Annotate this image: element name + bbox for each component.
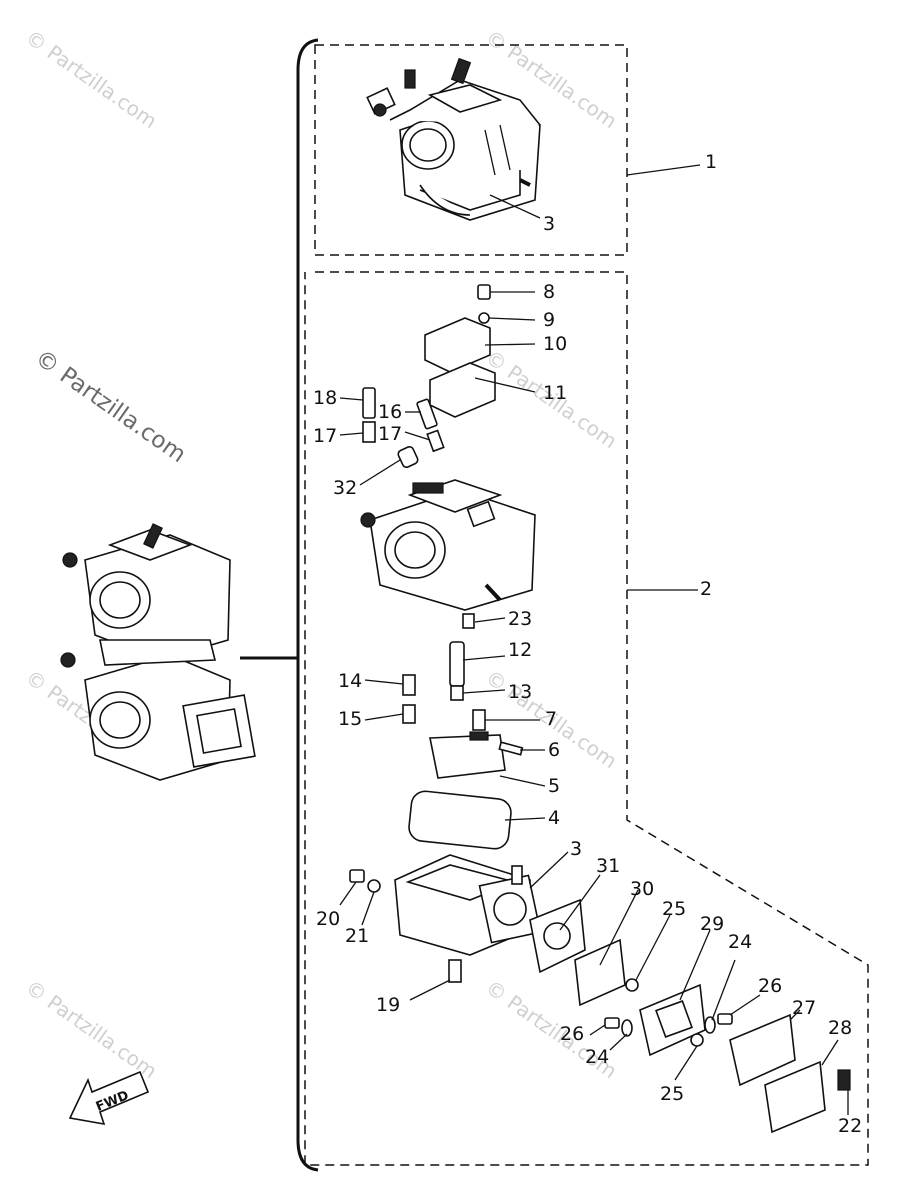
main-jet-13 [450, 685, 464, 701]
callout-7: 7 [545, 708, 558, 730]
part-32 [397, 445, 419, 469]
callout-23: 23 [508, 608, 533, 630]
assembly-bracket [296, 38, 319, 1172]
callout-9: 9 [543, 309, 556, 331]
fwd-arrow-icon: FWD [68, 1070, 150, 1126]
callout-5: 5 [548, 775, 561, 797]
callout-10: 10 [543, 333, 568, 355]
pilot-screw-16 [416, 398, 438, 430]
callout-24: 24 [585, 1046, 610, 1068]
gasket-11 [429, 362, 496, 418]
callout-11: 11 [543, 382, 568, 404]
callout-2: 2 [700, 578, 713, 600]
callout-19: 19 [376, 994, 401, 1016]
carburetor-pair-reference [60, 523, 256, 781]
carburetor-body [360, 479, 536, 611]
callout-1: 1 [705, 151, 718, 173]
callout-28: 28 [828, 1017, 853, 1039]
float-chamber-gasket [408, 790, 512, 850]
assembly-2-box [304, 271, 869, 1166]
o-ring-24b [621, 1019, 633, 1037]
screw-23 [462, 613, 475, 629]
callout-3: 3 [570, 838, 583, 860]
plate-10 [424, 317, 491, 373]
diaphragm-30 [574, 938, 626, 1007]
callout-14: 14 [338, 670, 363, 692]
spring-17b [426, 429, 445, 453]
callout-8: 8 [543, 281, 556, 303]
callout-20: 20 [316, 908, 341, 930]
callout-18: 18 [313, 387, 338, 409]
callout-6: 6 [548, 739, 561, 761]
plug-15 [402, 704, 416, 724]
callout-30: 30 [630, 878, 655, 900]
callout-29: 29 [700, 913, 725, 935]
screw-26b [717, 1013, 733, 1025]
pilot-jet-14 [402, 674, 416, 696]
spring-17a [362, 421, 376, 443]
carburetor-assembly-top [366, 57, 541, 221]
callout-17: 17 [313, 425, 338, 447]
pilot-screw-18 [362, 387, 376, 419]
drain-screw-19 [448, 959, 462, 983]
main-nozzle-12 [449, 641, 465, 687]
callout-21: 21 [345, 925, 370, 947]
washer-9 [478, 312, 490, 324]
gasket-27 [729, 1013, 796, 1087]
assembly-1-box [314, 44, 628, 256]
screw-26a [604, 1017, 620, 1029]
callout-27: 27 [792, 997, 817, 1019]
callout-12: 12 [508, 639, 533, 661]
o-ring-24a [704, 1016, 716, 1034]
check-valve-25a [625, 978, 639, 992]
callout-25: 25 [660, 1083, 685, 1105]
washer-21 [367, 879, 381, 893]
float-pin-6 [498, 741, 524, 756]
callout-3: 3 [543, 213, 556, 235]
callout-4: 4 [548, 807, 561, 829]
callout-16: 16 [378, 401, 403, 423]
screw-8 [477, 284, 491, 300]
screw-20 [349, 869, 365, 883]
callout-17: 17 [378, 423, 403, 445]
callout-15: 15 [338, 708, 363, 730]
pump-cover-28 [764, 1060, 826, 1134]
callout-31: 31 [596, 855, 621, 877]
check-valve-25b [690, 1033, 704, 1047]
callout-25: 25 [662, 898, 687, 920]
float [429, 731, 506, 779]
callout-26: 26 [758, 975, 783, 997]
callout-22: 22 [838, 1115, 863, 1137]
callout-26: 26 [560, 1023, 585, 1045]
callout-32: 32 [333, 477, 358, 499]
float-chamber [394, 854, 542, 956]
callout-13: 13 [508, 681, 533, 703]
needle-valve-7 [472, 709, 486, 731]
screw-22 [837, 1069, 851, 1091]
callout-24: 24 [728, 931, 753, 953]
